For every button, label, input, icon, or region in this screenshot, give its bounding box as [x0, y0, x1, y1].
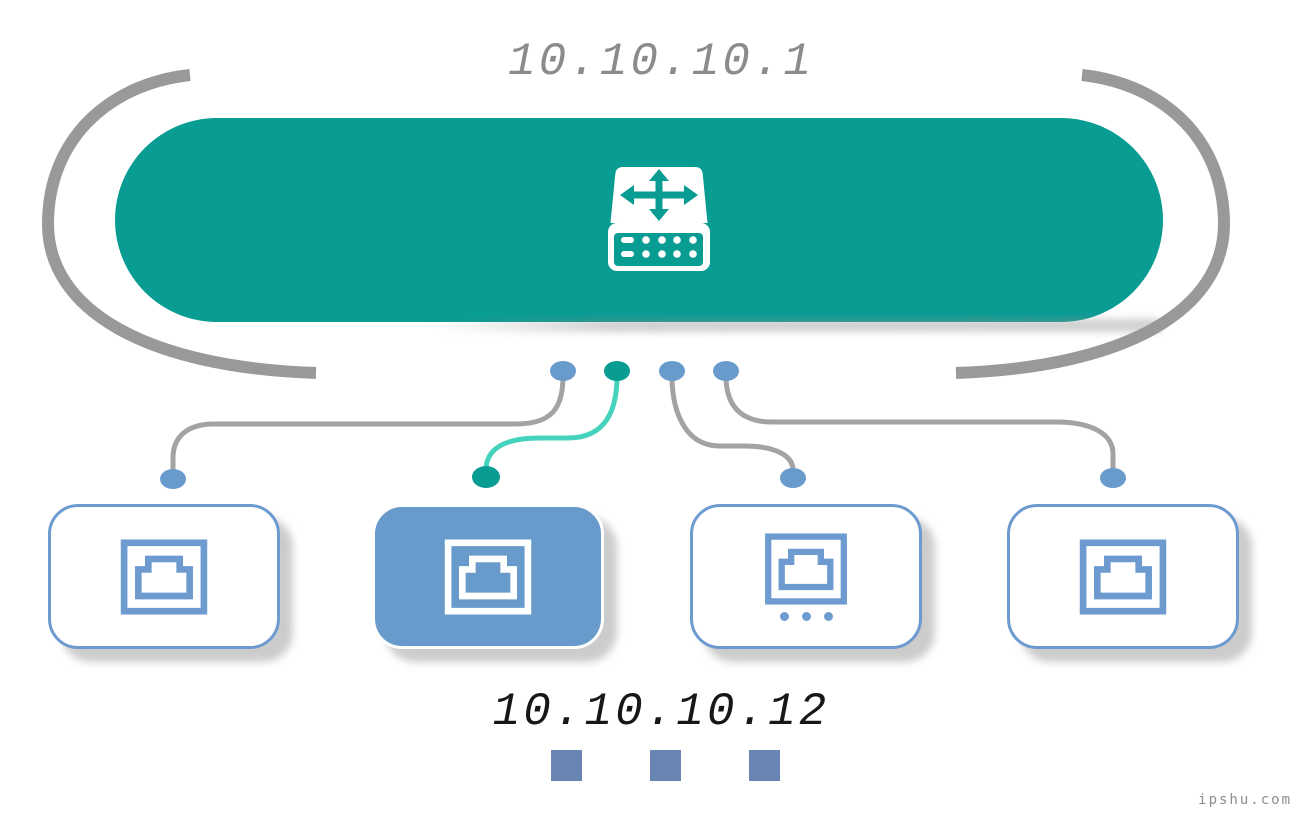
ethernet-port-icon	[1079, 538, 1167, 615]
watermark: ipshu.com	[1198, 792, 1292, 808]
endpoint-dot-4	[1100, 468, 1126, 488]
port-dot-2-active	[604, 361, 630, 381]
four-way-arrows-icon	[620, 169, 698, 221]
device-box-3	[690, 504, 922, 649]
port-dot-1	[550, 361, 576, 381]
switch-front-panel	[614, 233, 703, 266]
endpoint-dot-1	[160, 469, 186, 489]
router-ip-label: 10.10.10.1	[507, 36, 815, 88]
network-switch-icon	[608, 167, 710, 271]
device-box-1	[48, 504, 280, 649]
more-ports-ellipsis-icon	[779, 611, 833, 621]
indicator-square-2	[650, 750, 681, 781]
connector-line-port4	[723, 375, 1116, 472]
indicator-square-1	[551, 750, 582, 781]
port-dot-4	[713, 361, 739, 381]
router-node-shadow	[432, 319, 1162, 332]
connector-line-port3	[669, 375, 796, 474]
indicator-square-3	[749, 750, 780, 781]
bracket-right-icon	[955, 69, 1231, 379]
device-box-2-selected	[372, 504, 604, 649]
bracket-left-icon	[41, 69, 317, 379]
ethernet-port-icon	[120, 538, 208, 615]
connector-line-port2-active	[483, 375, 620, 471]
endpoint-dot-2-active	[472, 466, 500, 488]
endpoint-dot-3	[780, 468, 806, 488]
port-dot-3	[659, 361, 685, 381]
device-box-4	[1007, 504, 1239, 649]
ethernet-port-icon	[444, 538, 532, 615]
host-ip-label: 10.10.10.12	[492, 686, 830, 738]
ethernet-port-icon	[765, 532, 847, 605]
connector-line-port1	[170, 375, 566, 474]
